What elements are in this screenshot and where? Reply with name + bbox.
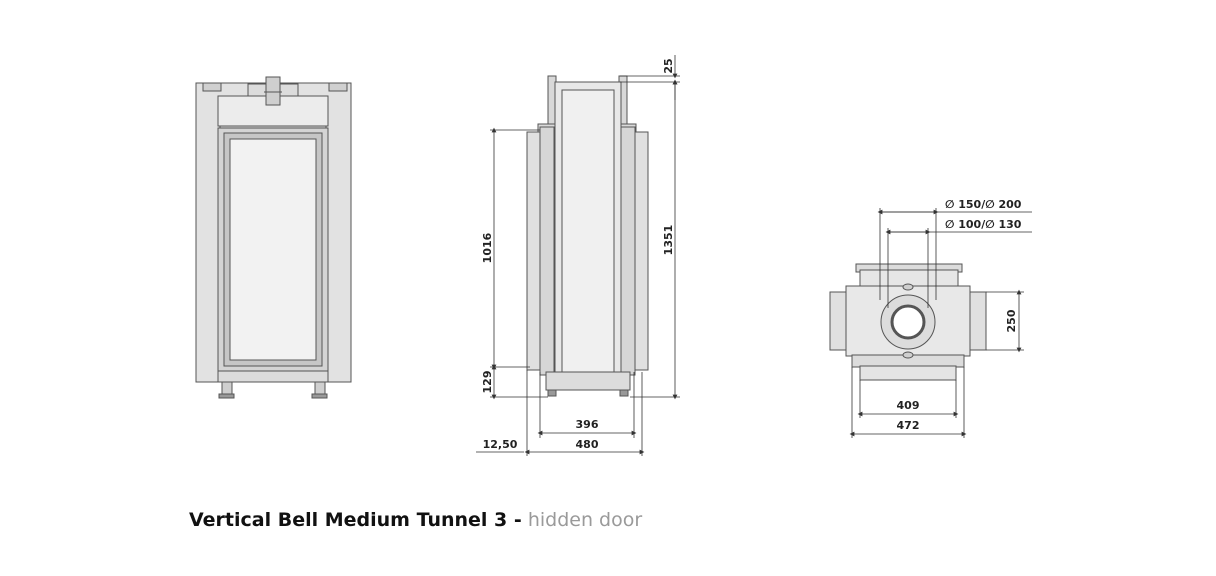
dim-depth: 250	[1005, 309, 1018, 332]
front-view	[195, 76, 352, 399]
dim-flue-outer: ∅ 150/∅ 200	[945, 198, 1022, 211]
dim-top-offset: 25	[662, 58, 675, 73]
caption-subtitle: hidden door	[527, 509, 643, 531]
flue-inner-ring	[890, 304, 926, 340]
dim-outer-width: 480	[576, 438, 599, 451]
caption-title: Vertical Bell Medium Tunnel 3 -	[189, 509, 522, 531]
dim-base-height: 129	[481, 371, 494, 394]
dim-top-inner-width: 409	[897, 399, 920, 412]
dim-flue-inner: ∅ 100/∅ 130	[945, 218, 1022, 231]
dim-edge-offset: 12,50	[483, 438, 518, 451]
dim-top-outer-width: 472	[897, 419, 920, 432]
side-view	[526, 75, 649, 397]
top-left-wing	[829, 291, 849, 351]
side-right-panel	[633, 131, 649, 371]
front-glass	[229, 138, 317, 361]
side-left-panel	[526, 131, 542, 371]
top-view	[829, 263, 987, 381]
dim-height-glass: 1016	[481, 232, 494, 263]
top-right-wing	[967, 291, 987, 351]
product-caption: Vertical Bell Medium Tunnel 3 - hidden d…	[189, 509, 642, 531]
dimension-lines	[476, 55, 1032, 456]
front-flue-collar	[265, 76, 281, 106]
dim-height-total: 1351	[662, 225, 675, 256]
dim-inner-width: 396	[576, 418, 599, 431]
